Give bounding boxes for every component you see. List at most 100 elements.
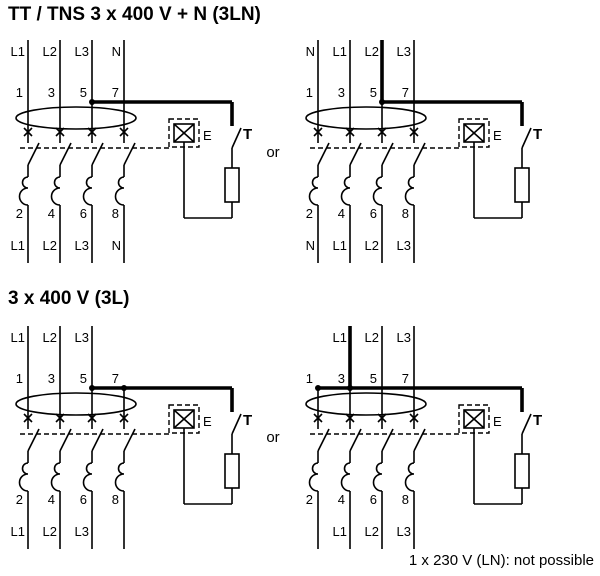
ct-core-ellipse	[305, 392, 427, 416]
electronics-label: E	[203, 128, 212, 143]
pole-3-trip-coil	[82, 176, 93, 206]
top-terminal-number: 5	[80, 85, 87, 100]
ct-winding-cross	[87, 127, 97, 137]
pole-2-switch-blade	[59, 428, 72, 452]
bottom-terminal-number: 4	[48, 206, 55, 221]
top-terminal-number: 5	[80, 371, 87, 386]
pole-4-trip-coil	[114, 176, 125, 206]
pole-1-trip-coil	[308, 462, 319, 492]
top-terminal-number: 5	[370, 85, 377, 100]
top-conductor-label: L3	[75, 330, 89, 345]
bottom-terminal-number: 8	[402, 492, 409, 507]
junction-dot	[379, 99, 385, 105]
bottom-terminal-number: 4	[48, 492, 55, 507]
top-conductor-label: N	[112, 44, 121, 59]
electronics-label: E	[493, 128, 502, 143]
junction-dot	[315, 385, 321, 391]
pole-1-switch-blade	[317, 428, 330, 452]
pole-2-switch-blade	[349, 142, 362, 166]
top-terminal-number: 3	[338, 371, 345, 386]
pole-3-switch-blade	[91, 142, 104, 166]
test-resistor	[514, 167, 530, 203]
pole-1-switch-blade	[317, 142, 330, 166]
ct-winding-cross	[409, 127, 419, 137]
ct-winding-cross	[119, 413, 129, 423]
ct-winding-cross	[313, 127, 323, 137]
pole-4-switch-blade	[123, 428, 136, 452]
electronics-label: E	[203, 414, 212, 429]
test-button-label: T	[243, 412, 252, 429]
section-1-title: TT / TNS 3 x 400 V + N (3LN)	[8, 4, 261, 25]
bottom-conductor-label: L2	[365, 524, 379, 539]
top-conductor-label: L3	[75, 44, 89, 59]
ct-winding-cross	[345, 413, 355, 423]
top-terminal-number: 1	[306, 371, 313, 386]
bottom-terminal-number: 2	[306, 492, 313, 507]
pole-1-switch-blade	[27, 428, 40, 452]
ct-winding-cross	[377, 127, 387, 137]
test-button-label: T	[243, 126, 252, 143]
bottom-conductor-label: L2	[43, 238, 57, 253]
bottom-conductor-label: N	[112, 238, 121, 253]
top-terminal-number: 3	[338, 85, 345, 100]
pole-1-trip-coil	[18, 462, 29, 492]
bottom-conductor-label: L1	[333, 524, 347, 539]
pole-2-trip-coil	[340, 462, 351, 492]
test-button-blade	[521, 413, 532, 435]
junction-dot	[121, 385, 127, 391]
top-terminal-number: 5	[370, 371, 377, 386]
test-button-label: T	[533, 412, 542, 429]
top-conductor-label: L2	[43, 330, 57, 345]
bottom-conductor-label: L1	[11, 524, 25, 539]
trip-relay-cross	[463, 123, 485, 143]
bottom-terminal-number: 6	[370, 492, 377, 507]
ct-winding-cross	[377, 413, 387, 423]
pole-2-trip-coil	[340, 176, 351, 206]
test-resistor	[514, 453, 530, 489]
bottom-terminal-number: 4	[338, 206, 345, 221]
bottom-terminal-number: 2	[16, 492, 23, 507]
top-terminal-number: 7	[112, 371, 119, 386]
pole-3-switch-blade	[381, 142, 394, 166]
ct-winding-cross	[119, 127, 129, 137]
pole-3-switch-blade	[91, 428, 104, 452]
top-conductor-label: L2	[43, 44, 57, 59]
bottom-conductor-label: L3	[75, 524, 89, 539]
top-terminal-number: 7	[402, 371, 409, 386]
top-conductor-label: L2	[365, 330, 379, 345]
section-2-title: 3 x 400 V (3L)	[8, 288, 130, 309]
trip-relay-cross	[173, 123, 195, 143]
top-terminal-number: 1	[16, 371, 23, 386]
bottom-terminal-number: 4	[338, 492, 345, 507]
top-terminal-number: 7	[402, 85, 409, 100]
bottom-conductor-label: L1	[11, 238, 25, 253]
junction-dot	[89, 385, 95, 391]
top-terminal-number: 1	[16, 85, 23, 100]
pole-1-trip-coil	[308, 176, 319, 206]
ct-winding-cross	[23, 413, 33, 423]
pole-1-trip-coil	[18, 176, 29, 206]
bottom-conductor-label: L2	[365, 238, 379, 253]
top-conductor-label: L1	[333, 44, 347, 59]
note-not-possible: 1 x 230 V (LN): not possible	[408, 552, 594, 569]
pole-4-switch-blade	[123, 142, 136, 166]
test-resistor	[224, 167, 240, 203]
bottom-terminal-number: 6	[370, 206, 377, 221]
ct-winding-cross	[313, 413, 323, 423]
top-terminal-number: 7	[112, 85, 119, 100]
trip-relay-cross	[463, 409, 485, 429]
pole-2-trip-coil	[50, 462, 61, 492]
pole-4-switch-blade	[413, 142, 426, 166]
top-conductor-label: L2	[365, 44, 379, 59]
ct-winding-cross	[23, 127, 33, 137]
bottom-conductor-label: L3	[397, 238, 411, 253]
pole-3-trip-coil	[82, 462, 93, 492]
